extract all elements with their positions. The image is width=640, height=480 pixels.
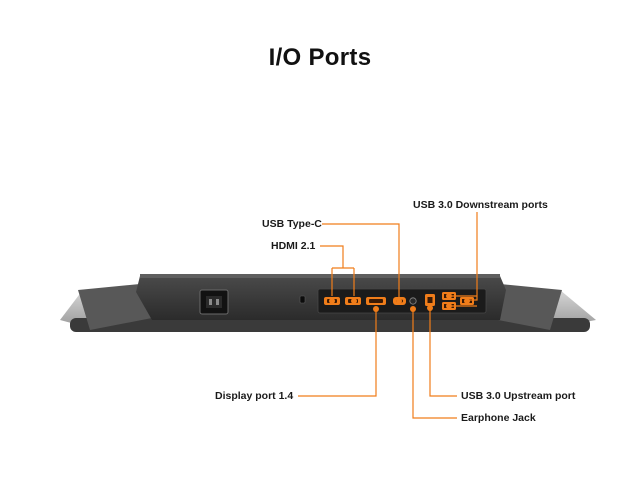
callout-display-port	[298, 310, 377, 397]
callout-usb-upstream	[429, 310, 457, 397]
monitor-bottom-strip	[70, 318, 590, 332]
label-usb-type-c: USB Type-C	[262, 218, 322, 230]
callout-earphone	[412, 310, 457, 419]
label-hdmi: HDMI 2.1	[271, 240, 316, 252]
callout-lines	[298, 212, 478, 419]
callout-usb-type-c	[322, 223, 400, 300]
label-display-port: Display port 1.4	[215, 390, 294, 402]
usb-upstream-port	[425, 294, 435, 306]
monitor-left-wing	[78, 284, 152, 330]
label-earphone: Earphone Jack	[461, 412, 536, 424]
callout-hdmi	[320, 245, 344, 268]
kensington-lock-icon	[299, 295, 306, 304]
page-title: I/O Ports	[268, 44, 372, 71]
label-usb-downstream: USB 3.0 Downstream ports	[413, 199, 548, 211]
display-port	[366, 297, 386, 305]
label-usb-upstream: USB 3.0 Upstream port	[461, 390, 576, 402]
monitor-right-wing	[488, 284, 562, 330]
earphone-jack	[409, 297, 417, 305]
port-panel-top-edge	[140, 274, 500, 278]
